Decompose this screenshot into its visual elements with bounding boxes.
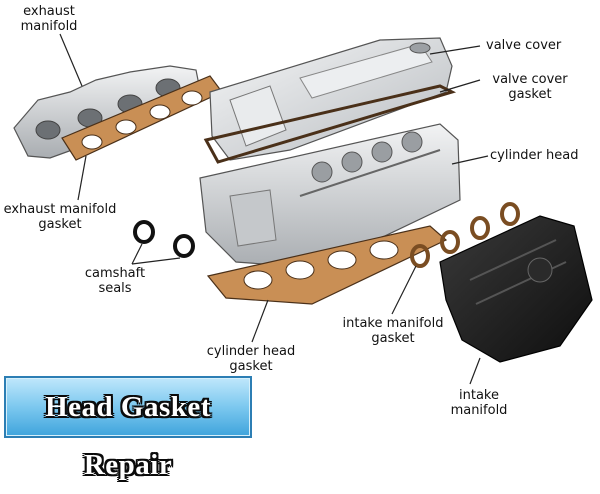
banner-title: Head Gasket Repair — [45, 391, 211, 481]
label-intake-manifold: intake manifold — [450, 388, 508, 418]
engine-exploded-view — [13, 33, 593, 385]
leader-lines — [59, 33, 489, 385]
intake-manifold-gasket — [410, 202, 520, 268]
camshaft-seals — [133, 220, 195, 258]
exhaust-manifold-gasket — [61, 75, 223, 161]
valve-cover-gasket — [203, 84, 457, 164]
label-exhaust-manifold-gasket: exhaust manifold gasket — [3, 202, 117, 232]
valve-cover — [209, 37, 453, 161]
cylinder-head — [199, 123, 461, 269]
label-exhaust-manifold: exhaust manifold — [20, 4, 78, 34]
label-cylinder-head-gasket: cylinder head gasket — [206, 344, 296, 374]
label-valve-cover: valve cover — [486, 38, 562, 53]
label-cylinder-head: cylinder head — [490, 148, 579, 163]
label-intake-manifold-gasket: intake manifold gasket — [342, 316, 444, 346]
label-valve-cover-gasket: valve cover gasket — [492, 72, 568, 102]
cylinder-head-gasket — [206, 225, 448, 305]
title-banner: Head Gasket Repair — [4, 376, 252, 481]
intake-manifold — [439, 215, 593, 363]
label-camshaft-seals: camshaft seals — [84, 266, 146, 296]
diagram-stage: exhaust manifold valve cover valve cover… — [3, 4, 593, 481]
